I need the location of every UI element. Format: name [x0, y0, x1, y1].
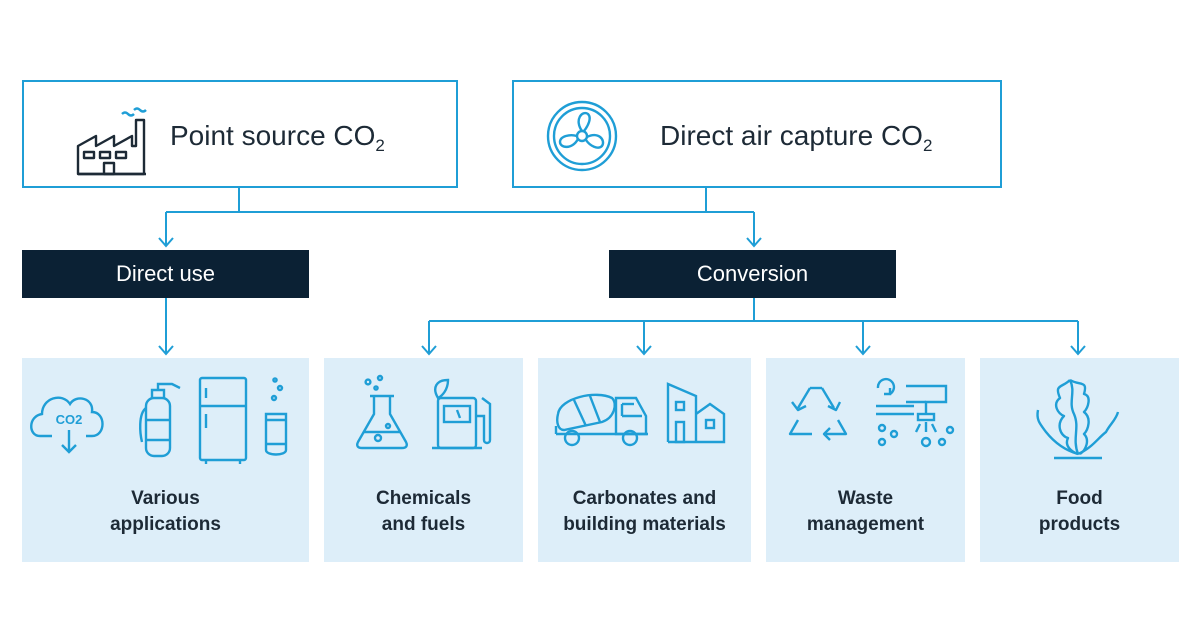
cement-truck-icon	[554, 393, 648, 447]
method-direct-use: Direct use	[22, 250, 309, 298]
seaweed-icon	[1036, 378, 1120, 460]
app-icons	[788, 377, 955, 448]
app-label: Chemicals and fuels	[375, 488, 472, 535]
source-point-source: Point source CO2	[22, 80, 458, 188]
buildings-icon	[666, 382, 726, 444]
app-icons	[1036, 378, 1120, 460]
factory-icon	[76, 107, 147, 176]
app-label: Various applications	[110, 488, 221, 535]
app-icons: CO2	[30, 376, 288, 464]
app-icons	[356, 374, 492, 450]
fire-extinguisher-icon	[139, 382, 181, 458]
source-label: Direct air capture CO2	[660, 120, 933, 155]
fan-icon	[546, 100, 618, 172]
fuel-pump-icon	[432, 378, 492, 450]
app-label: Carbonates and building materials	[563, 488, 726, 535]
co2-cloud-icon: CO2	[30, 396, 104, 454]
recycle-icon	[788, 386, 848, 441]
method-conversion: Conversion	[609, 250, 896, 298]
app-waste-management: Waste management	[766, 358, 965, 562]
app-chemicals-and-fuels: Chemicals and fuels	[324, 358, 523, 562]
wastewater-pipe-icon	[876, 377, 955, 448]
source-label: Point source CO2	[170, 120, 385, 155]
app-icons	[554, 382, 726, 447]
flask-icon	[356, 374, 408, 450]
source-direct-air-capture: Direct air capture CO2	[512, 80, 1002, 188]
app-carbonates-building-materials: Carbonates and building materials	[538, 358, 751, 562]
soda-can-icon	[264, 377, 288, 456]
svg-text:CO2: CO2	[56, 412, 83, 427]
app-label: Food products	[1038, 488, 1121, 535]
app-various-applications: CO2 Various applications	[22, 358, 309, 562]
app-food-products: Food products	[980, 358, 1179, 562]
app-label: Waste management	[806, 488, 925, 535]
refrigerator-icon	[198, 376, 248, 464]
